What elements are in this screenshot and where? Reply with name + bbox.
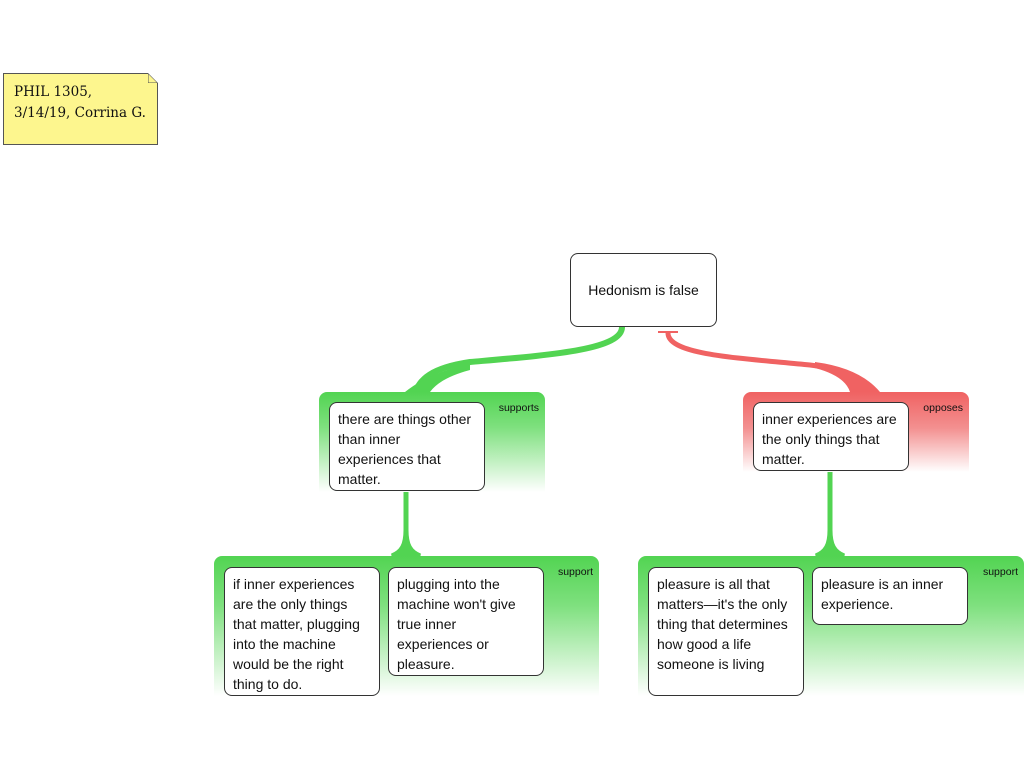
objection-box[interactable]: inner experiences are the only things th… bbox=[753, 402, 909, 471]
support-connector-flare bbox=[405, 364, 470, 392]
oppose-connector bbox=[665, 332, 871, 394]
main-claim-box[interactable]: Hedonism is false bbox=[570, 253, 717, 327]
note-fold-icon bbox=[148, 73, 158, 83]
supports-tag: supports bbox=[498, 402, 539, 414]
reason-support-text: there are things other than inner experi… bbox=[338, 411, 472, 487]
premise-box[interactable]: plugging into the machine won't give tru… bbox=[388, 567, 544, 676]
premise-text: if inner experiences are the only things… bbox=[233, 576, 360, 692]
objection-premises-tag: support bbox=[982, 566, 1018, 578]
main-claim-text: Hedonism is false bbox=[588, 282, 699, 298]
objection-text: inner experiences are the only things th… bbox=[762, 411, 897, 467]
support-premises-tag: support bbox=[557, 566, 593, 578]
premise-text: pleasure is all that matters—it's the on… bbox=[657, 576, 788, 672]
support-connector bbox=[412, 326, 625, 394]
oppose-sub-connector bbox=[814, 471, 846, 559]
premise-box[interactable]: if inner experiences are the only things… bbox=[224, 567, 380, 696]
sticky-note[interactable]: PHIL 1305, 3/14/19, Corrina G. bbox=[3, 73, 158, 145]
premise-text: plugging into the machine won't give tru… bbox=[397, 576, 516, 672]
support-sub-connector bbox=[390, 491, 422, 559]
premise-box[interactable]: pleasure is all that matters—it's the on… bbox=[648, 567, 804, 696]
note-text: PHIL 1305, 3/14/19, Corrina G. bbox=[14, 84, 146, 121]
opposes-tag: opposes bbox=[923, 402, 963, 414]
premise-box[interactable]: pleasure is an inner experience. bbox=[812, 567, 968, 625]
reason-support-box[interactable]: there are things other than inner experi… bbox=[329, 402, 485, 491]
premise-text: pleasure is an inner experience. bbox=[821, 576, 944, 612]
oppose-connector-flare bbox=[815, 362, 880, 392]
